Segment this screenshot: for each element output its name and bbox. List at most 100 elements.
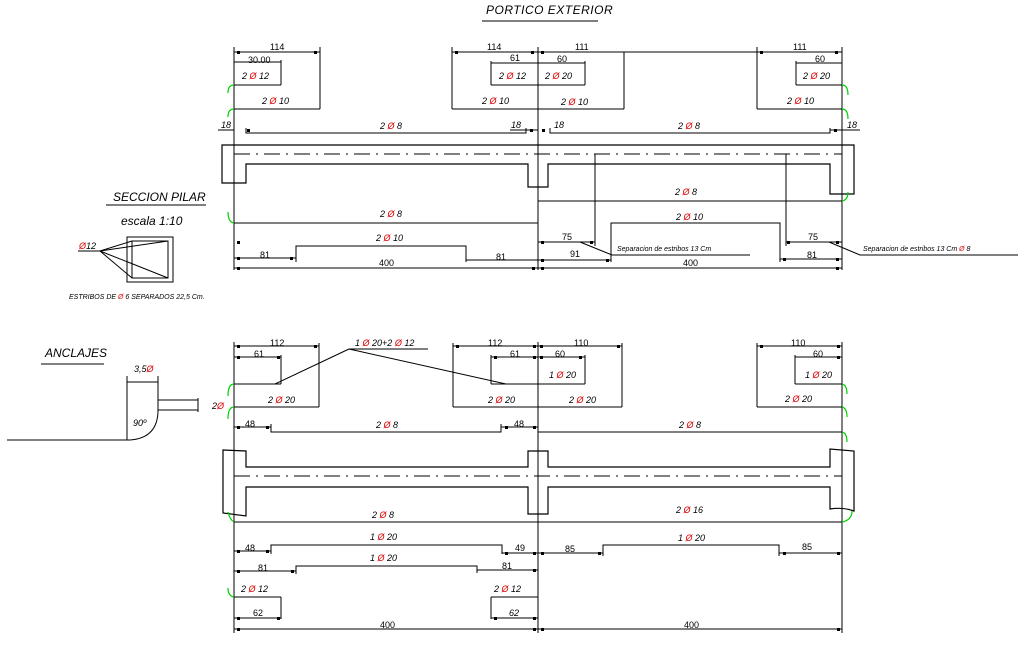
dim-label: 18 [847, 120, 857, 130]
bar-label: 2 Ø 10 [481, 96, 509, 106]
dim-label: 49 [515, 543, 525, 553]
bar-label: 2 Ø 10 [261, 96, 289, 106]
bar-line [602, 544, 780, 556]
bar-label: Ø12 [78, 241, 96, 251]
anchors-title: ANCLAJES [44, 346, 107, 360]
bar-line [270, 544, 503, 554]
dim-label: 114 [487, 42, 501, 52]
dim-label: 400 [683, 258, 698, 268]
dim-label: 18 [221, 120, 231, 130]
hook [227, 84, 235, 94]
dim-label: 81 [260, 250, 270, 260]
bar-label: 2 Ø 10 [375, 233, 403, 243]
bar-label: 2 Ø 20 [487, 395, 515, 405]
bar-label: 2 Ø 10 [786, 96, 814, 106]
dim-label: 111 [575, 42, 589, 52]
bar-label: 2 Ø 8 [379, 121, 402, 131]
dim-label: 60 [557, 54, 567, 64]
dim-label: 48 [514, 419, 524, 429]
bar-label: 2 Ø 12 [498, 71, 526, 81]
dim-label: 81 [502, 561, 512, 571]
dim-label: 110 [574, 338, 588, 348]
hook [227, 511, 235, 523]
dim-ticks-bottom [237, 345, 840, 631]
bar-label: 2 Ø 8 [677, 121, 700, 131]
dim-label: 400 [380, 620, 395, 630]
bar-label: 2 Ø 8 [674, 187, 697, 197]
bar-label: 2 Ø 20 [544, 71, 572, 81]
hook [227, 211, 235, 224]
dim-label: 61 [510, 349, 520, 359]
leader [99, 250, 169, 279]
bar-line [610, 222, 781, 262]
anchors-detail: ANCLAJES 3,5Ø 2Ø 90º [7, 346, 225, 441]
bar-label: 2 Ø 16 [675, 505, 703, 515]
hook [227, 383, 235, 397]
section-title: SECCION PILAR [113, 190, 206, 204]
bar-label: 2 Ø 20 [568, 395, 596, 405]
bar-label: 2 Ø 12 [240, 584, 268, 594]
leader [99, 240, 133, 252]
bar-labels-top: 2 Ø 12 2 Ø 10 2 Ø 12 2 Ø 20 2 Ø 10 2 Ø 1… [241, 71, 830, 243]
dim-label: 75 [562, 232, 572, 242]
bar-label: 2 Ø 10 [560, 97, 588, 107]
bar-line [270, 424, 502, 433]
dim-label: 18 [511, 120, 521, 130]
stirrup-note: Separacion de estribos 13 Cm Ø 8 [863, 246, 971, 253]
dim-label: 48 [245, 419, 255, 429]
bar-label: 1 Ø 20 [805, 370, 832, 380]
bar-label: 2 Ø 10 [675, 212, 703, 222]
anchor-angle: 90º [133, 418, 147, 428]
hook [841, 383, 848, 395]
bottom-frame [222, 342, 855, 633]
dim-label: 81 [258, 563, 268, 573]
bar-label: 2 Ø 12 [241, 71, 269, 81]
dim-label: 75 [808, 232, 818, 242]
dim-label: 91 [570, 249, 580, 259]
dim-label: 60 [815, 54, 825, 64]
top-frame [218, 47, 1018, 270]
bar-label: 1 Ø 20 [678, 533, 705, 543]
hook [841, 84, 849, 96]
dim-label: 62 [509, 608, 519, 618]
bar-labels-bottom: 1 Ø 20+2 Ø 12 2 Ø 20 2 Ø 20 1 Ø 20 2 Ø 2… [240, 338, 832, 594]
drawing-title: PORTICO EXTERIOR [486, 3, 613, 17]
anchor-bar-label: 2Ø [211, 401, 225, 411]
dim-label: 114 [270, 42, 284, 52]
section-scale: escala 1:10 [121, 214, 183, 228]
dim-label: 400 [684, 620, 699, 630]
note-leader [828, 241, 1018, 256]
bar-label: 2 Ø 20 [784, 394, 812, 404]
beam-outline [222, 448, 855, 517]
callout-label: 1 Ø 20+2 Ø 12 [355, 338, 414, 348]
bar-label: 2 Ø 20 [802, 71, 830, 81]
dim-label: 85 [802, 542, 812, 552]
dim-label: 62 [253, 608, 263, 618]
anchor-bend [129, 409, 159, 441]
dim-label: 81 [807, 250, 817, 260]
column-section: SECCION PILAR escala 1:10 Ø12 ESTRIBOS D… [69, 190, 206, 301]
beam-outline [221, 144, 855, 195]
hook [841, 510, 853, 523]
bar-line [295, 245, 467, 262]
note-leader [579, 241, 750, 256]
hook [841, 191, 849, 202]
hook [841, 108, 849, 120]
bar-label: 1 Ø 20 [549, 370, 576, 380]
bar-label: 1 Ø 20 [370, 553, 397, 563]
dim-label: 30.00 [248, 55, 271, 65]
dim-label: 60 [813, 349, 823, 359]
hook [227, 587, 235, 598]
hook [841, 431, 848, 443]
bar-label: 2 Ø 8 [379, 209, 402, 219]
dim-label: 61 [254, 349, 264, 359]
bar-label: 2 Ø 8 [375, 420, 398, 430]
leader [99, 240, 169, 252]
dim-label: 81 [496, 252, 506, 262]
hook [227, 108, 235, 118]
dim-ticks-top [237, 51, 839, 270]
stirrup-spec: ESTRIBOS DE Ø 6 SEPARADOS 22,5 Cm. [69, 294, 205, 301]
column-stirrup [131, 240, 169, 279]
stirrup-note: Separacion de estribos 13 Cm [617, 246, 711, 253]
